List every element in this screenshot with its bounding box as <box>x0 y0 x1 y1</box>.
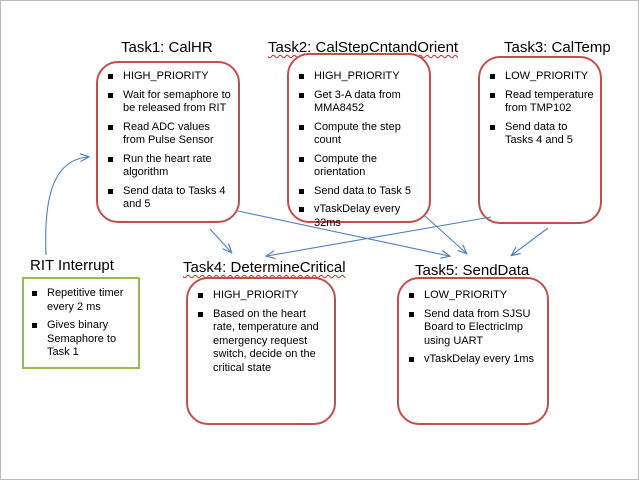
arrow-task3-to-task4 <box>267 216 492 256</box>
task2-box: HIGH_PRIORITY Get 3-A data from MMA8452 … <box>287 53 431 229</box>
rit-item-timer: Repetitive timer every 2 ms <box>30 287 136 314</box>
task4-box: HIGH_PRIORITY Based on the heart rate, t… <box>186 277 336 425</box>
task3-item-send: Send data to Tasks 4 and 5 <box>488 121 596 148</box>
arrow-task1-to-task4 <box>209 228 231 252</box>
task1-item-semaphore: Wait for semaphore to be released from R… <box>106 89 234 116</box>
task3-list: LOW_PRIORITY Read temperature from TMP10… <box>488 70 596 153</box>
task5-list: LOW_PRIORITY Send data from SJSU Board t… <box>407 289 543 372</box>
task1-list: HIGH_PRIORITY Wait for semaphore to be r… <box>106 70 234 217</box>
task1-item-algorithm: Run the heart rate algorithm <box>106 153 234 180</box>
task2-list: HIGH_PRIORITY Get 3-A data from MMA8452 … <box>297 70 425 235</box>
task2-item-orientation: Compute the orientation <box>297 153 425 180</box>
rit-box: Repetitive timer every 2 ms Gives binary… <box>22 277 140 369</box>
rit-item-semaphore: Gives binary Semaphore to Task 1 <box>30 319 136 360</box>
rit-list: Repetitive timer every 2 ms Gives binary… <box>30 287 136 365</box>
task2-title: Task2: CalStepCntandOrient <box>268 39 458 57</box>
task4-title-text: Task4: DetermineCritical <box>183 259 346 276</box>
task4-list: HIGH_PRIORITY Based on the heart rate, t… <box>196 289 328 380</box>
task4-item-decide: Based on the heart rate, temperature and… <box>196 308 328 376</box>
arrow-task1-to-task5 <box>237 210 449 256</box>
task5-item-priority: LOW_PRIORITY <box>407 289 543 303</box>
task2-item-step-count: Compute the step count <box>297 121 425 148</box>
arrow-task2-to-task5 <box>424 215 466 253</box>
task5-item-send: Send data from SJSU Board to ElectricImp… <box>407 308 543 349</box>
task2-item-priority: HIGH_PRIORITY <box>297 70 425 84</box>
task1-box: HIGH_PRIORITY Wait for semaphore to be r… <box>96 61 240 223</box>
task2-title-text: Task2: CalStepCntandOrient <box>268 39 459 56</box>
arrow-task3-to-task5 <box>512 227 549 255</box>
rit-title: RIT Interrupt <box>30 257 114 274</box>
task5-box: LOW_PRIORITY Send data from SJSU Board t… <box>397 277 549 425</box>
task3-title: Task3: CalTemp <box>504 39 611 56</box>
task3-item-read: Read temperature from TMP102 <box>488 89 596 116</box>
task1-title: Task1: CalHR <box>121 39 213 56</box>
task5-item-delay: vTaskDelay every 1ms <box>407 353 543 367</box>
task4-title: Task4: DetermineCritical <box>183 259 346 277</box>
task1-item-send: Send data to Tasks 4 and 5 <box>106 185 234 212</box>
task4-item-priority: HIGH_PRIORITY <box>196 289 328 303</box>
task3-box: LOW_PRIORITY Read temperature from TMP10… <box>478 56 602 224</box>
task5-title: Task5: SendData <box>415 262 530 279</box>
arrow-rit-to-task1 <box>45 157 88 256</box>
task2-item-get-data: Get 3-A data from MMA8452 <box>297 89 425 116</box>
task3-item-priority: LOW_PRIORITY <box>488 70 596 84</box>
task1-item-priority: HIGH_PRIORITY <box>106 70 234 84</box>
task2-item-send: Send data to Task 5 <box>297 185 425 199</box>
task1-item-adc: Read ADC values from Pulse Sensor <box>106 121 234 148</box>
task2-item-delay: vTaskDelay every 32ms <box>297 203 425 230</box>
